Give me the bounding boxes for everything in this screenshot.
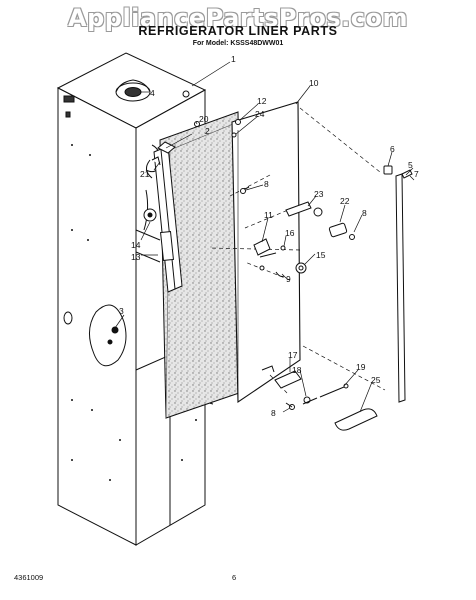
- callout-10: 10: [309, 78, 319, 88]
- callout-4: 4: [150, 88, 155, 98]
- callout-8-upper: 8: [264, 179, 269, 189]
- small-parts: [151, 119, 378, 431]
- callout-16: 16: [285, 228, 295, 238]
- callout-14: 14: [131, 240, 141, 250]
- document-number: 4361009: [14, 573, 44, 582]
- callout-6: 6: [390, 144, 395, 154]
- callout-2: 2: [205, 126, 210, 136]
- callout-22: 22: [340, 196, 350, 206]
- callout-7: 7: [414, 169, 419, 179]
- long-rail: [383, 165, 413, 403]
- liner-door-panel: [231, 101, 301, 404]
- callout-21: 21: [140, 169, 150, 179]
- callout-3: 3: [119, 306, 124, 316]
- callouts: 1 4 20 2 21 10 12 24 8 23 22 8 11 16 15 …: [119, 54, 419, 418]
- diagram-title: REFRIGERATOR LINER PARTS: [138, 24, 338, 38]
- callout-8-right: 8: [362, 208, 367, 218]
- callout-11: 11: [264, 210, 273, 220]
- watermark: AppliancePartsPros.com: [68, 4, 408, 32]
- callout-18: 18: [292, 365, 302, 375]
- callout-13: 13: [131, 252, 141, 262]
- callout-1: 1: [231, 54, 236, 64]
- guide-lines: [209, 107, 386, 394]
- left-face-cover: [89, 304, 127, 367]
- callout-23: 23: [314, 189, 324, 199]
- callout-17: 17: [288, 350, 298, 360]
- page-number: 6: [232, 573, 237, 582]
- model-subtitle: For Model: KSSS48DWW01: [192, 40, 284, 47]
- callout-19: 19: [356, 362, 366, 372]
- callout-9: 9: [286, 274, 291, 284]
- callout-8-lower: 8: [271, 408, 276, 418]
- callout-24: 24: [255, 109, 265, 119]
- callout-15: 15: [316, 250, 326, 260]
- callout-20: 20: [199, 114, 209, 124]
- callout-5: 5: [408, 160, 413, 170]
- leader-lines: [114, 61, 415, 413]
- callout-25: 25: [371, 375, 381, 385]
- callout-12: 12: [257, 96, 267, 106]
